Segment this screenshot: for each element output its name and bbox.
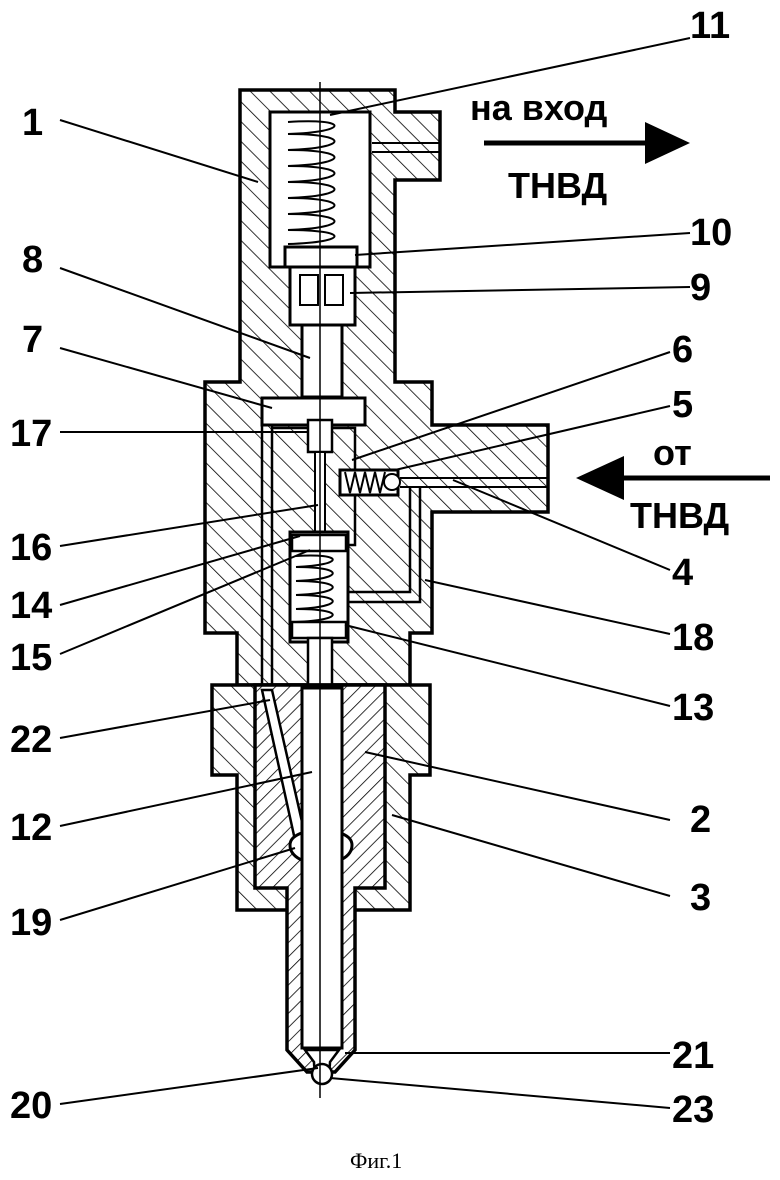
- label-1: 1: [22, 102, 43, 144]
- label-12: 12: [10, 807, 52, 849]
- inlet-text-2: ТНВД: [508, 165, 607, 206]
- label-13: 13: [672, 687, 714, 729]
- spray-hole: [310, 1062, 334, 1086]
- outlet-arrow: [576, 456, 770, 500]
- label-19: 19: [10, 902, 52, 944]
- label-14: 14: [10, 585, 52, 627]
- label-16: 16: [10, 527, 52, 569]
- label-5: 5: [672, 384, 693, 426]
- label-11: 11: [690, 5, 730, 47]
- label-18: 18: [672, 617, 714, 659]
- outlet-text-2: ТНВД: [630, 495, 729, 536]
- label-6: 6: [672, 329, 693, 371]
- label-4: 4: [672, 552, 693, 594]
- outlet-text-1: от: [653, 432, 692, 473]
- label-21: 21: [672, 1035, 714, 1077]
- label-17: 17: [10, 413, 52, 455]
- lower-plate: [290, 620, 348, 640]
- middle-chamber: [260, 396, 367, 427]
- drain-channel: [345, 487, 422, 604]
- label-7: 7: [22, 319, 43, 361]
- bypass-channel: [260, 425, 274, 690]
- label-20: 20: [10, 1085, 52, 1127]
- leader-lines: [59, 37, 691, 1109]
- label-23: 23: [672, 1089, 714, 1131]
- inlet-arrow: [484, 122, 690, 164]
- label-9: 9: [690, 267, 711, 309]
- upper-spring: [287, 120, 336, 245]
- figure-caption: Фиг.1: [350, 1148, 402, 1173]
- label-15: 15: [10, 637, 52, 679]
- label-3: 3: [690, 877, 711, 919]
- label-22: 22: [10, 719, 52, 761]
- label-2: 2: [690, 799, 711, 841]
- lower-spring: [295, 554, 334, 623]
- inlet-text-1: на вход: [470, 87, 608, 128]
- label-10: 10: [690, 212, 732, 254]
- upper-stem: [300, 323, 344, 399]
- lower-spring-seat: [290, 533, 348, 553]
- check-valve-spring: [344, 471, 386, 494]
- label-8: 8: [22, 239, 43, 281]
- spring-seat: [283, 245, 359, 269]
